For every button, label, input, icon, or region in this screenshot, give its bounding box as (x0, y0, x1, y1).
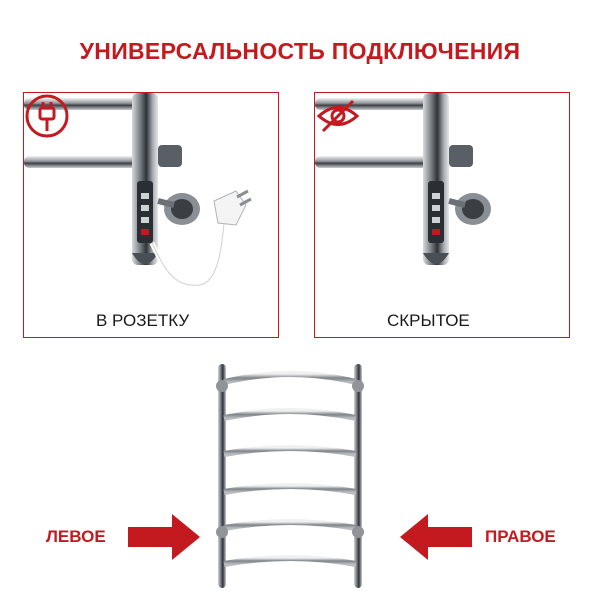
plug-icon (25, 94, 69, 138)
arrow-left-icon (400, 514, 472, 560)
crossed-eye-icon (316, 99, 360, 133)
towel-rail-image (216, 364, 364, 588)
hidden-heater-illustration (315, 93, 491, 265)
socket-heater-illustration (24, 93, 252, 288)
hidden-label: СКРЫТОЕ (387, 311, 470, 330)
page-title: УНИВЕРСАЛЬНОСТЬ ПОДКЛЮЧЕНИЯ (79, 38, 521, 64)
panel-socket: В РОЗЕТКУ (23, 92, 279, 338)
arrow-right-icon (128, 514, 200, 560)
socket-label: В РОЗЕТКУ (96, 311, 190, 330)
panel-hidden: СКРЫТОЕ (314, 92, 570, 338)
right-side-label: ПРАВОЕ (485, 527, 556, 546)
left-side-label: ЛЕВОЕ (46, 527, 106, 546)
